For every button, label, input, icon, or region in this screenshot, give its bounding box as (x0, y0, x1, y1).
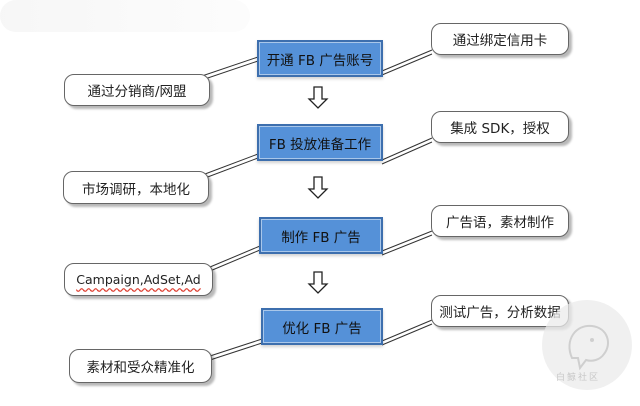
down-arrow-icon (307, 271, 329, 294)
step-preparation: FB 投放准备工作 (257, 124, 383, 161)
note-sdk-auth: 集成 SDK，授权 (431, 111, 569, 143)
connector-line (381, 53, 433, 76)
community-watermark-logo (542, 300, 632, 390)
connector-line (204, 153, 259, 175)
step-optimize-ad: 优化 FB 广告 (261, 308, 383, 345)
connector-line (381, 141, 433, 165)
whale-icon (568, 324, 609, 371)
connector-line (381, 323, 433, 346)
down-arrow-icon (307, 86, 329, 109)
down-arrow-icon (307, 176, 329, 199)
note-market-research: 市场调研，本地化 (63, 171, 209, 204)
connector-line (209, 249, 261, 272)
note-campaign-structure: Campaign,AdSet,Ad (64, 263, 213, 296)
step-open-account: 开通 FB 广告账号 (257, 40, 383, 77)
connector-line (209, 338, 263, 357)
note-distributor: 通过分销商/网盟 (64, 74, 210, 106)
connector-line (381, 234, 433, 256)
connector-line (381, 230, 433, 252)
connector-line (209, 342, 263, 361)
connector-line (381, 49, 433, 72)
note-test-analyze: 测试广告，分析数据 (431, 295, 569, 327)
connector-line (381, 319, 433, 342)
connector-line (381, 137, 433, 161)
step-label: FB 投放准备工作 (268, 136, 372, 153)
background-smudge (0, 0, 250, 32)
note-precise-targeting: 素材和受众精准化 (69, 349, 212, 383)
step-label: 制作 FB 广告 (281, 229, 361, 246)
note-credit-card: 通过绑定信用卡 (431, 23, 569, 55)
step-label: 开通 FB 广告账号 (266, 52, 374, 69)
note-ad-copy: 广告语，素材制作 (431, 205, 569, 237)
step-label: 优化 FB 广告 (282, 320, 362, 337)
connector-line (209, 245, 261, 268)
step-create-ad: 制作 FB 广告 (259, 217, 383, 254)
connector-line (204, 157, 259, 179)
watermark-text: 白鲸社区 (556, 373, 601, 383)
